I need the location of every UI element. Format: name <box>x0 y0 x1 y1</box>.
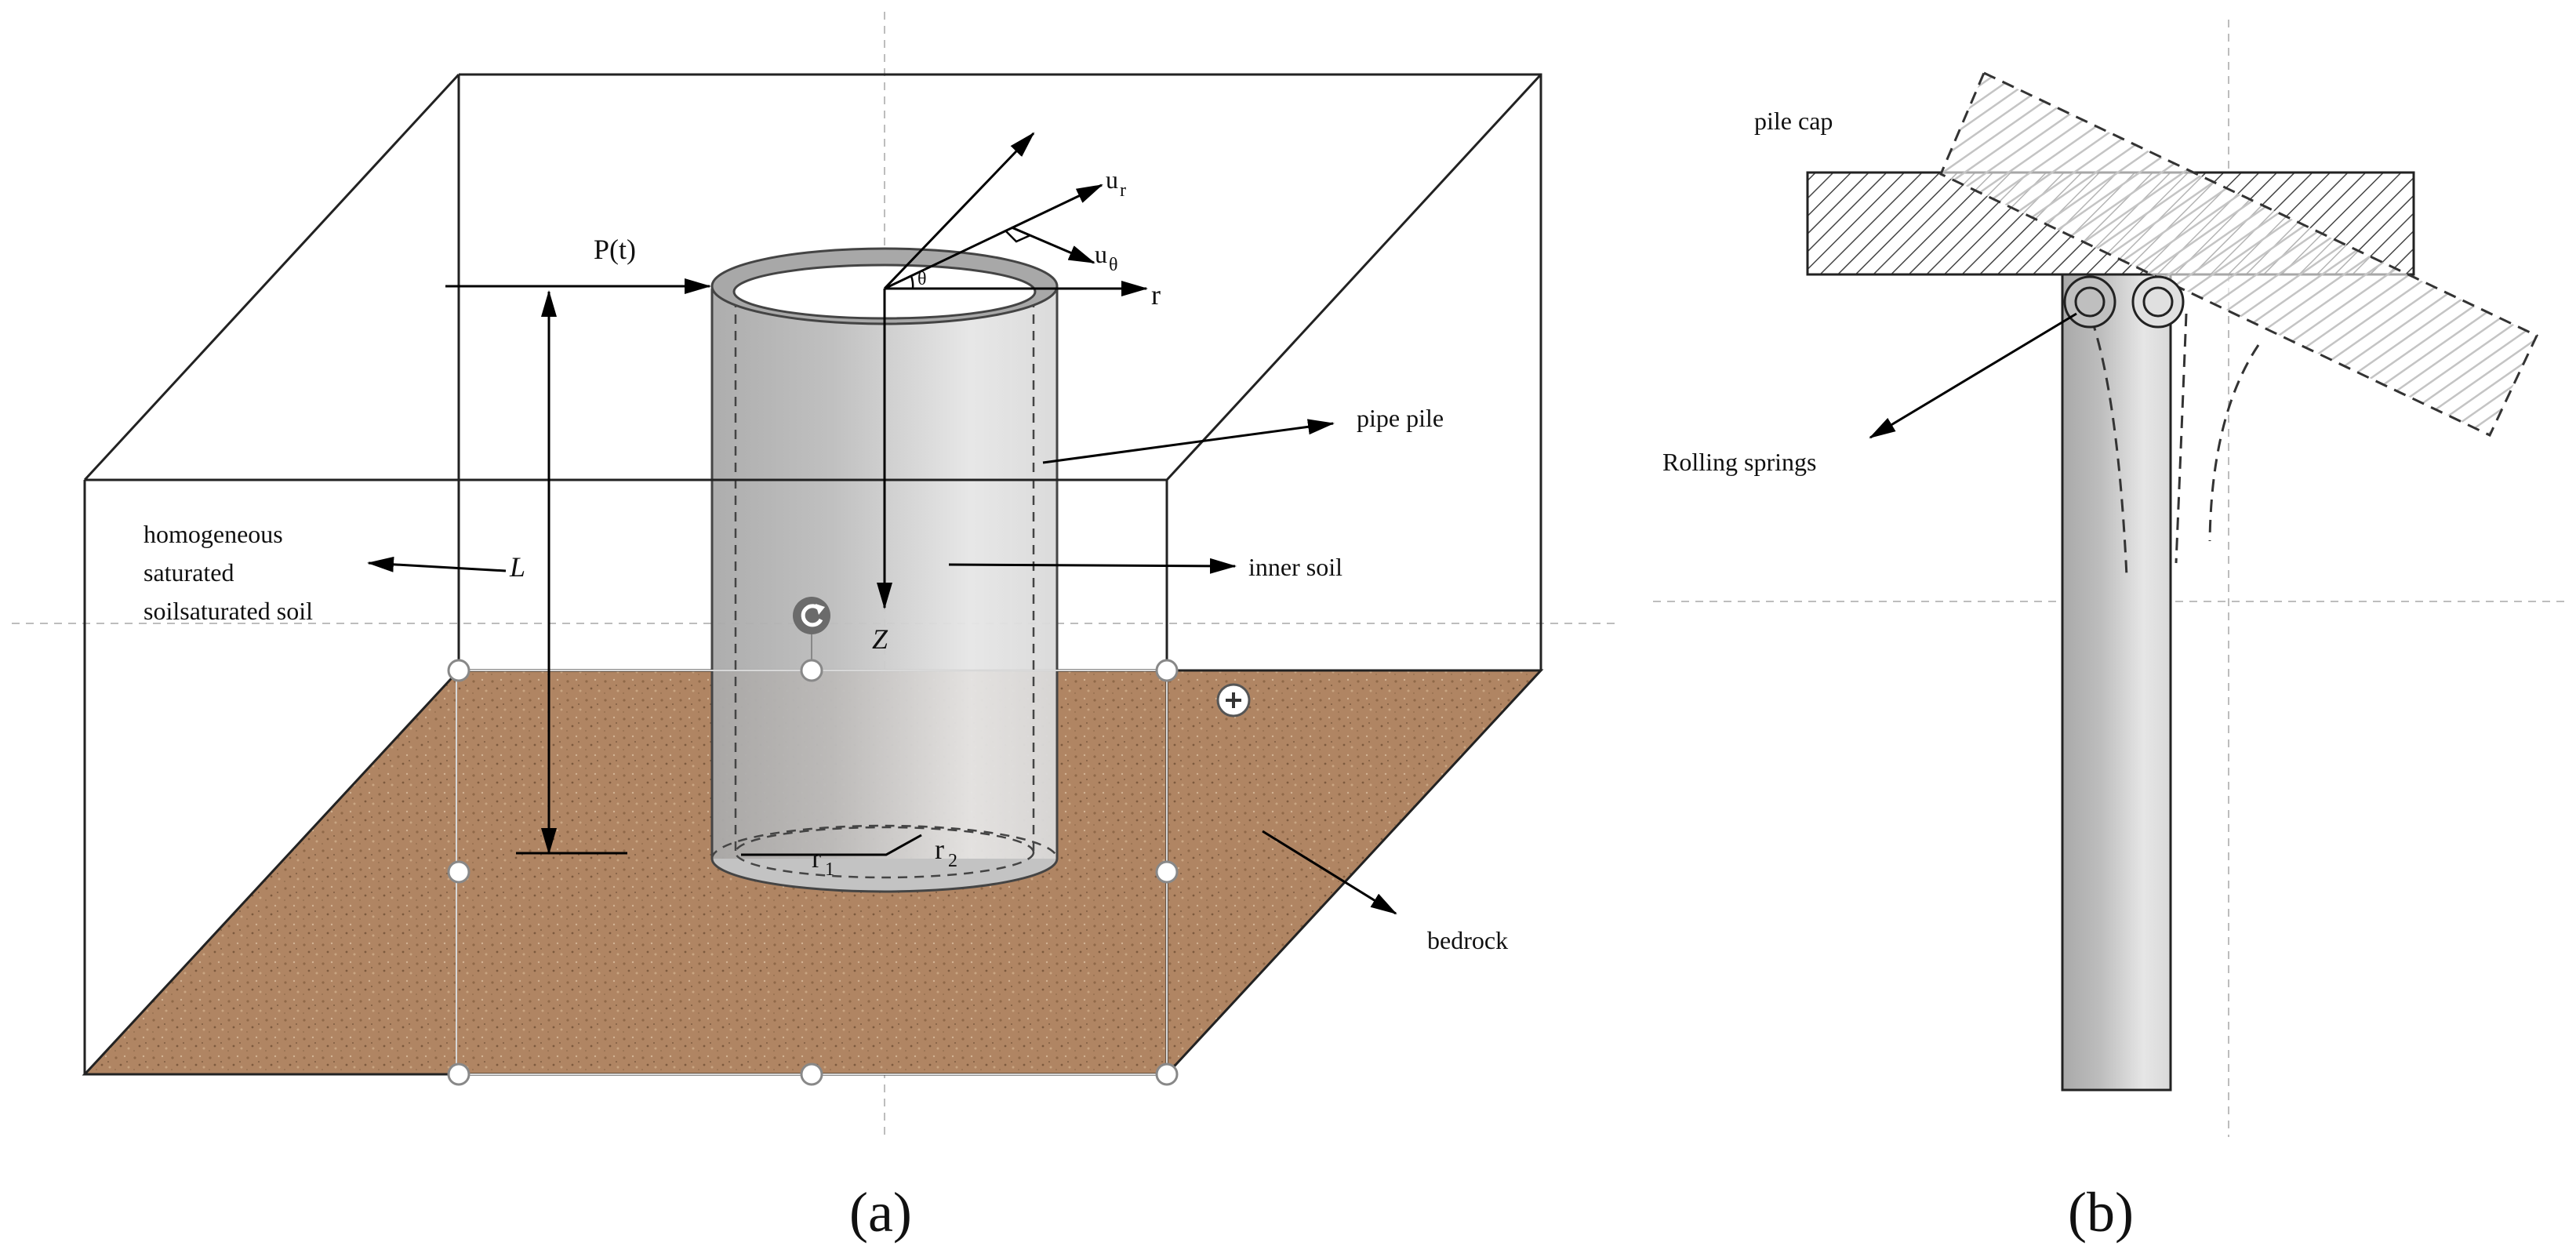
r-axis-label: r <box>1151 279 1161 311</box>
bedrock-label-arrow <box>1262 830 1397 915</box>
resize-handle-top-middle[interactable] <box>800 659 823 682</box>
r1-label: r <box>812 842 821 874</box>
length-label: L <box>509 551 525 583</box>
vertical-arrow-upper-right <box>883 132 1035 290</box>
panel-a: P(t) L homogeneous saturated soilsaturat… <box>12 12 1619 1244</box>
resize-handle-bottom-middle[interactable] <box>800 1063 823 1086</box>
theta-arc <box>910 275 914 289</box>
deformed-pile-outer-outline <box>2208 344 2260 542</box>
soil-box-left-top-edge <box>83 73 460 481</box>
pile-column <box>2061 273 2172 1092</box>
soil-label-line3: soilsaturated soil <box>144 597 313 625</box>
resize-handle-top-right[interactable] <box>1155 659 1179 682</box>
r1-subscript: 1 <box>825 859 834 880</box>
resize-handle-top-left[interactable] <box>447 659 471 682</box>
resize-handle-bottom-left[interactable] <box>447 1063 471 1086</box>
theta-label: θ <box>917 269 927 289</box>
panel-a-caption: (a) <box>849 1181 912 1244</box>
soil-label-line1: homogeneous <box>144 520 283 548</box>
r2-label: r <box>935 834 944 865</box>
resize-handle-middle-right[interactable] <box>1155 860 1179 884</box>
rotate-icon[interactable] <box>793 597 830 634</box>
ur-arrow <box>884 183 1103 290</box>
rotated-pile-cap <box>1939 71 2538 438</box>
radius-lines <box>741 834 922 856</box>
ur-label: u <box>1106 165 1118 194</box>
soil-label-arrow <box>367 556 507 572</box>
inner-soil-label: inner soil <box>1248 553 1342 581</box>
utheta-subscript: θ <box>1109 255 1118 275</box>
resize-handle-bottom-right[interactable] <box>1155 1063 1179 1086</box>
r2-subscript: 2 <box>948 851 957 871</box>
panel-b: pile cap Rolling springs (b) <box>1653 20 2564 1244</box>
pile-cap-label: pile cap <box>1754 107 1833 135</box>
ur-subscript: r <box>1120 180 1126 201</box>
utheta-arrow <box>1011 226 1095 264</box>
deformed-pile-right-outline <box>2175 313 2188 564</box>
right-angle-mark <box>1005 230 1031 243</box>
rolling-springs-label: Rolling springs <box>1662 448 1816 476</box>
inner-soil-label-arrow <box>948 558 1237 574</box>
resize-handle-middle-left[interactable] <box>447 860 471 884</box>
utheta-label: u <box>1095 240 1107 268</box>
z-axis-label: Z <box>872 623 888 655</box>
soil-box-right-top-edge <box>1165 73 1542 481</box>
load-label: P(t) <box>594 234 636 265</box>
soil-label-line2: saturated <box>144 558 234 587</box>
pipe-pile-label-arrow <box>1042 419 1335 464</box>
panel-b-caption: (b) <box>2068 1181 2134 1244</box>
bedrock-label: bedrock <box>1427 926 1508 954</box>
pipe-pile-label: pipe pile <box>1357 404 1444 432</box>
rolling-spring-right <box>2131 275 2185 329</box>
plus-icon[interactable] <box>1216 683 1251 718</box>
rolling-spring-left <box>2063 275 2116 329</box>
rolling-springs-label-arrow <box>1869 312 2077 439</box>
selection-handles[interactable] <box>447 659 1179 1086</box>
